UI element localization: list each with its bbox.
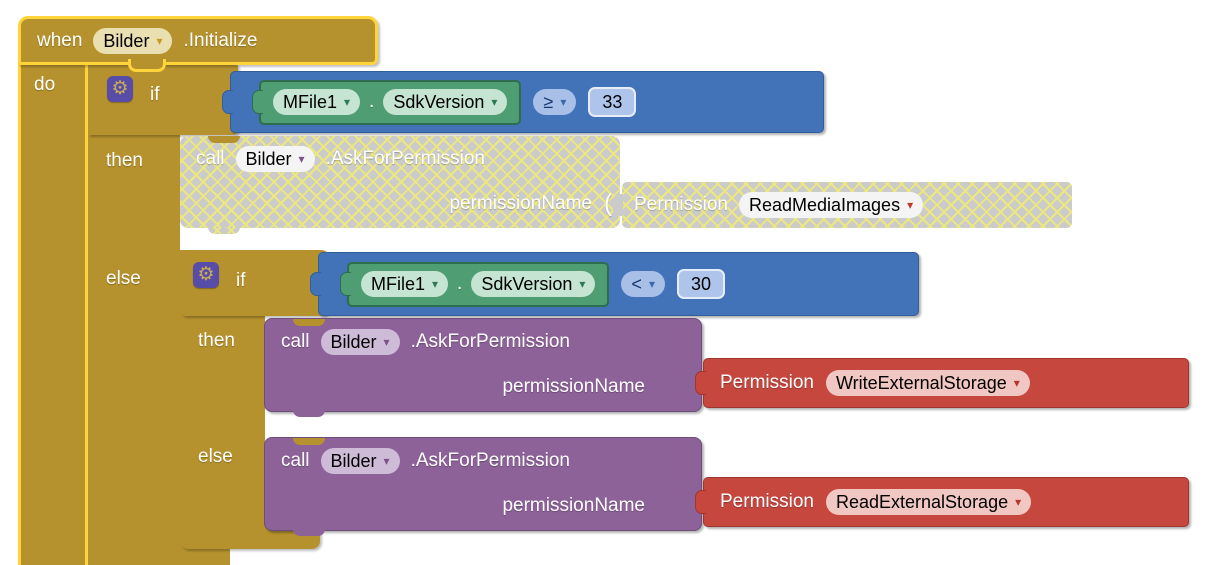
permission-dropdown[interactable]: ReadMediaImages ▾ (738, 192, 924, 218)
call-keyword: call (196, 148, 225, 169)
permission-block-read[interactable]: Permission ReadExternalStorage ▾ (695, 477, 1189, 527)
when-event-name: .Initialize (183, 29, 258, 51)
comparison-block-sdk-ge-33[interactable]: MFile1 ▾ . SdkVersion ▾ ≥ ▾ 33 (222, 71, 824, 133)
when-event-block[interactable]: when Bilder ▾ .Initialize (18, 16, 378, 65)
outer-if-block-body[interactable] (88, 62, 180, 565)
chevron-down-icon: ▾ (560, 95, 567, 109)
permission-block-disabled[interactable]: Permission ReadMediaImages ▾ (613, 182, 1072, 228)
dot-separator: . (369, 91, 375, 112)
chevron-down-icon: ▾ (383, 454, 390, 468)
param-label: permissionName (449, 193, 592, 214)
when-component-name: Bilder (103, 30, 150, 51)
permission-dropdown[interactable]: ReadExternalStorage ▾ (825, 489, 1032, 515)
permission-label: Permission (720, 372, 814, 393)
chevron-down-icon: ▾ (579, 277, 586, 291)
param-row: permissionName (265, 484, 701, 528)
chevron-down-icon: ▾ (907, 198, 914, 212)
outer-if-label: if (150, 84, 160, 105)
number-input[interactable]: 33 (588, 87, 637, 117)
plug-icon (310, 272, 321, 296)
dot-separator: . (457, 273, 463, 294)
block-notch (293, 319, 325, 326)
chevron-down-icon: ▾ (298, 152, 305, 166)
block-tab (293, 529, 325, 536)
chevron-down-icon: ▾ (648, 277, 655, 291)
inner-then-label: then (198, 330, 235, 351)
component-dropdown[interactable]: MFile1 ▾ (273, 89, 361, 115)
call-component-dropdown[interactable]: Bilder ▾ (235, 146, 315, 172)
outer-then-label: then (106, 150, 143, 171)
comparison-block-sdk-lt-30[interactable]: MFile1 ▾ . SdkVersion ▾ < ▾ 30 (310, 252, 919, 316)
when-keyword: when (37, 29, 83, 51)
block-tab (293, 410, 325, 417)
property-dropdown[interactable]: SdkVersion ▾ (383, 89, 508, 115)
outer-if-block-footer (88, 549, 230, 565)
block-notch (208, 136, 240, 143)
property-dropdown[interactable]: SdkVersion ▾ (471, 271, 596, 297)
inner-if-label: if (236, 270, 246, 291)
permission-label: Permission (720, 491, 814, 512)
operator-dropdown[interactable]: < ▾ (621, 271, 665, 297)
gear-icon[interactable]: ⚙ (193, 262, 219, 288)
number-input[interactable]: 30 (676, 269, 725, 299)
plug-icon (340, 272, 351, 296)
chevron-down-icon: ▾ (432, 277, 439, 291)
chevron-down-icon: ▾ (1013, 376, 1020, 390)
outer-if-top-notch (128, 59, 166, 72)
when-block-spine[interactable] (18, 59, 88, 565)
call-component-dropdown[interactable]: Bilder ▾ (320, 448, 400, 474)
plug-icon (613, 194, 623, 216)
chevron-down-icon: ▾ (344, 95, 351, 109)
param-row: permissionName (265, 365, 701, 409)
call-row: call Bilder ▾ .AskForPermission (265, 319, 701, 365)
do-label: do (34, 74, 56, 95)
permission-block-write[interactable]: Permission WriteExternalStorage ▾ (695, 358, 1189, 408)
method-name: .AskForPermission (410, 331, 570, 352)
method-name: .AskForPermission (325, 148, 485, 169)
inner-else-label: else (198, 446, 233, 467)
socket-icon: ( (604, 190, 612, 217)
call-block-disabled[interactable]: call Bilder ▾ .AskForPermission permissi… (180, 136, 620, 234)
gear-icon[interactable]: ⚙ (107, 76, 133, 102)
block-tab (208, 227, 240, 234)
chevron-down-icon: ▾ (1015, 495, 1022, 509)
chevron-down-icon: ▾ (491, 95, 498, 109)
plug-icon (695, 490, 706, 514)
operator-dropdown[interactable]: ≥ ▾ (533, 89, 577, 115)
property-getter-block[interactable]: MFile1 ▾ . SdkVersion ▾ (252, 79, 522, 125)
method-name: .AskForPermission (410, 450, 570, 471)
permission-dropdown[interactable]: WriteExternalStorage ▾ (825, 370, 1030, 396)
plug-icon (695, 371, 706, 395)
block-notch (293, 438, 325, 445)
call-component-dropdown[interactable]: Bilder ▾ (320, 329, 400, 355)
plug-icon (252, 90, 263, 114)
when-component-dropdown[interactable]: Bilder ▾ (93, 27, 173, 54)
param-label: permissionName (502, 495, 645, 516)
call-row: call Bilder ▾ .AskForPermission (180, 136, 620, 182)
outer-else-label: else (106, 268, 141, 289)
chevron-down-icon: ▾ (156, 33, 163, 48)
property-getter-block[interactable]: MFile1 ▾ . SdkVersion ▾ (340, 261, 610, 307)
inner-if-block-footer (180, 527, 320, 549)
param-row: permissionName ( (180, 182, 620, 226)
call-row: call Bilder ▾ .AskForPermission (265, 438, 701, 484)
permission-label: Permission (634, 194, 728, 215)
component-dropdown[interactable]: MFile1 ▾ (361, 271, 449, 297)
call-block-read-permission[interactable]: call Bilder ▾ .AskForPermission permissi… (264, 437, 702, 536)
call-keyword: call (281, 450, 310, 471)
param-label: permissionName (502, 376, 645, 397)
chevron-down-icon: ▾ (383, 335, 390, 349)
call-block-write-permission[interactable]: call Bilder ▾ .AskForPermission permissi… (264, 318, 702, 417)
call-keyword: call (281, 331, 310, 352)
plug-icon (222, 90, 233, 114)
